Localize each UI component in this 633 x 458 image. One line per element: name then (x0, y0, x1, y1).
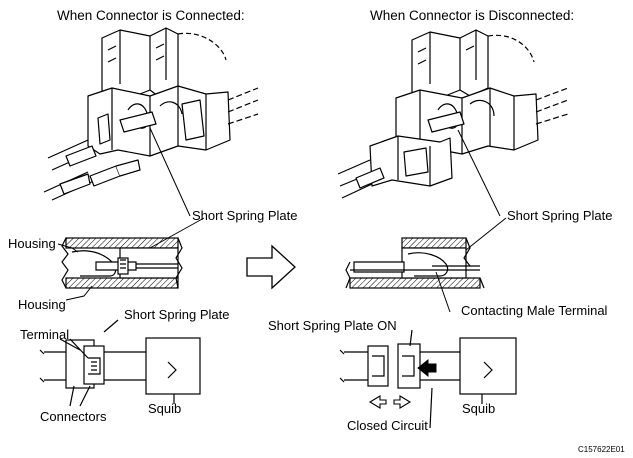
label-housing-top: Housing (8, 236, 56, 251)
connected-connector-illustration (43, 27, 259, 201)
connected-header: When Connector is Connected: (57, 8, 245, 23)
label-contacting-male-terminal: Contacting Male Terminal (461, 303, 608, 318)
label-short-spring-plate-on: Short Spring Plate ON (268, 318, 397, 333)
label-terminal: Terminal (20, 327, 70, 342)
leader-lines (57, 127, 507, 313)
disconnected-cross-section (345, 237, 485, 289)
connected-circuit (39, 319, 201, 407)
label-short-spring-plate-disconnected: Short Spring Plate (507, 208, 613, 223)
disconnected-header: When Connector is Disconnected: (370, 8, 575, 23)
label-connectors: Connectors (40, 409, 107, 424)
label-short-spring-plate-connected: Short Spring Plate (192, 208, 298, 223)
separation-arrows-icon (368, 395, 412, 409)
figure-code: C157622E01 (578, 445, 625, 454)
connected-cross-section (61, 237, 183, 289)
transition-arrow-icon (246, 244, 296, 290)
label-housing-bottom: Housing (18, 297, 66, 312)
label-squib-left: Squib (148, 401, 182, 416)
disconnected-connector-illustration (337, 29, 569, 199)
label-squib-right: Squib (462, 401, 496, 416)
contact-arrow-icon (417, 358, 437, 378)
label-short-spring-plate-lower: Short Spring Plate (124, 307, 230, 322)
label-closed-circuit: Closed Circuit (347, 418, 428, 433)
